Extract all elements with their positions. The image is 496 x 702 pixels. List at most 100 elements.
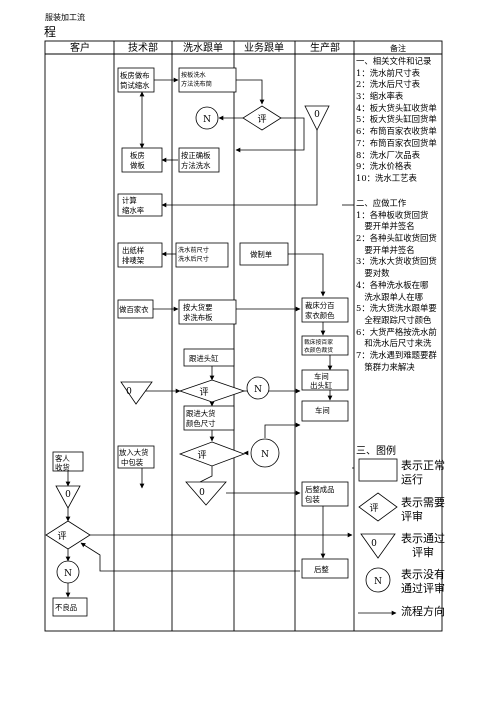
legend-diamond-symbol: 评 bbox=[358, 492, 398, 522]
legend-circle-line-2: 通过评审 bbox=[401, 582, 445, 595]
pass-triangle-2: 0 bbox=[120, 381, 153, 405]
svg-text:评: 评 bbox=[57, 531, 66, 542]
pass-triangle-1: 0 bbox=[304, 105, 330, 131]
legend-rect-line-2: 运行 bbox=[401, 473, 423, 486]
svg-text:放入大货: 放入大货 bbox=[119, 448, 149, 457]
header-notes: 备注 bbox=[390, 43, 406, 53]
list-item: 9：洗水价格表 bbox=[356, 161, 412, 172]
list-item: 1：洗水前尺寸表 bbox=[356, 67, 420, 78]
list-item: 8：洗水厂次品表 bbox=[356, 149, 420, 160]
header-customer: 客户 bbox=[70, 41, 90, 54]
svg-text:做百家衣: 做百家衣 bbox=[119, 305, 149, 314]
not-pass-circle-2: N bbox=[246, 376, 270, 400]
list-item: 要对数 bbox=[356, 268, 390, 279]
not-pass-circle-4: N bbox=[56, 560, 80, 584]
calc-shrink-box: 计算 缩水率 bbox=[117, 193, 163, 217]
legend-circle-line-1: 表示没有 bbox=[401, 568, 445, 581]
svg-text:按大货要: 按大货要 bbox=[183, 303, 213, 312]
svg-text:计算: 计算 bbox=[122, 196, 137, 205]
notes-section-3-title: 三、图例 bbox=[356, 446, 396, 457]
svg-text:评: 评 bbox=[369, 503, 378, 514]
page-title: 程 bbox=[44, 24, 56, 39]
customer-check-box: 客人 收货 bbox=[52, 451, 84, 472]
pass-triangle-4: 0 bbox=[55, 485, 81, 509]
svg-text:方法洗布筒: 方法洗布筒 bbox=[181, 80, 212, 88]
post-pack-box: 后整成品 包装 bbox=[301, 481, 349, 507]
list-item: 5：洗大货洗水跟单要 bbox=[356, 303, 437, 314]
list-item: 4：板大货头缸收货单 bbox=[356, 102, 437, 113]
svg-text:评: 评 bbox=[197, 450, 206, 461]
svg-text:0: 0 bbox=[199, 488, 205, 498]
legend-triangle-line-1: 表示通过 bbox=[401, 532, 445, 545]
svg-text:后整: 后整 bbox=[314, 565, 329, 574]
header-tech: 技术部 bbox=[128, 41, 158, 54]
svg-text:衣颜色裁货: 衣颜色裁货 bbox=[304, 346, 333, 354]
svg-text:中包装: 中包装 bbox=[121, 458, 144, 467]
list-item: 和洗水后尺寸来洗 bbox=[356, 338, 432, 349]
bulk-wash-box: 按大货要 求洗布板 bbox=[178, 299, 237, 325]
svg-text:出纸样: 出纸样 bbox=[122, 246, 144, 255]
legend-arrow-label: 流程方向 bbox=[401, 605, 445, 618]
bulk-color-box: 做百家衣 bbox=[117, 299, 154, 319]
legend-diamond-label: 表示需要 评审 bbox=[401, 496, 445, 524]
svg-text:裁床按百家: 裁床按百家 bbox=[304, 338, 333, 346]
svg-text:按正确板: 按正确板 bbox=[181, 151, 211, 160]
list-item: 3：缩水率表 bbox=[356, 91, 404, 102]
follow-bulk-box: 跟进大货 颜色尺寸 bbox=[183, 405, 235, 431]
list-item: 洗水跟单人在哪 bbox=[356, 291, 423, 302]
svg-text:洗水后尺寸: 洗水后尺寸 bbox=[178, 255, 209, 263]
make-board-box: 板房 做板 bbox=[121, 147, 163, 173]
legend-rect-label: 表示正常 运行 bbox=[401, 459, 445, 487]
svg-text:裁床分百: 裁床分百 bbox=[305, 301, 335, 310]
correct-method-box: 按正确板 方法洗水 bbox=[178, 147, 220, 173]
svg-text:求洗布板: 求洗布板 bbox=[183, 313, 213, 322]
measure-size-box: 洗水前尺寸 洗水后尺寸 bbox=[175, 242, 229, 268]
svg-text:按板洗水: 按板洗水 bbox=[181, 71, 207, 79]
svg-text:包装: 包装 bbox=[305, 495, 320, 504]
sample-washing-box: 板房做布 筒试缩水 bbox=[117, 67, 155, 93]
svg-text:洗水前尺寸: 洗水前尺寸 bbox=[178, 246, 209, 254]
svg-text:颜色尺寸: 颜色尺寸 bbox=[186, 419, 216, 428]
workshop-first-box: 车间 出头缸 bbox=[301, 369, 349, 391]
list-item: 6：布筒百家衣收货单 bbox=[356, 126, 437, 137]
svg-text:方法洗水: 方法洗水 bbox=[181, 161, 211, 170]
defect-box: 不良品 bbox=[52, 597, 88, 617]
legend-triangle-symbol: 0 bbox=[360, 533, 396, 559]
svg-text:做制单: 做制单 bbox=[250, 250, 272, 259]
legend-circle-symbol: N bbox=[365, 567, 391, 593]
svg-text:收货: 收货 bbox=[55, 463, 70, 472]
header-wash: 洗水跟单 bbox=[183, 42, 223, 54]
review-diamond-2: 评 bbox=[178, 379, 246, 403]
svg-text:评: 评 bbox=[257, 114, 266, 125]
svg-text:0: 0 bbox=[314, 110, 320, 120]
list-item: 7：洗水遇到难题要群 bbox=[356, 349, 437, 360]
pass-triangle-3: 0 bbox=[185, 481, 227, 506]
svg-text:N: N bbox=[261, 450, 269, 460]
list-item: 策群力来解决 bbox=[356, 361, 415, 372]
legend-circle-label: 表示没有 通过评审 bbox=[401, 568, 445, 596]
paper-pattern-box: 出纸样 排唛架 bbox=[117, 242, 163, 268]
svg-text:筒试缩水: 筒试缩水 bbox=[120, 81, 150, 90]
list-item: 要开单并签名 bbox=[356, 221, 415, 232]
svg-text:缩水率: 缩水率 bbox=[122, 206, 145, 215]
svg-text:车间: 车间 bbox=[314, 372, 329, 381]
post-finish-box: 后整 bbox=[301, 558, 349, 579]
svg-text:板房: 板房 bbox=[130, 151, 145, 160]
legend-triangle-line-2: 评审 bbox=[401, 546, 434, 559]
not-pass-circle-1: N bbox=[195, 106, 219, 130]
make-sample-box: 做制单 bbox=[239, 242, 289, 266]
svg-text:N: N bbox=[254, 385, 262, 395]
list-item: 6：大货严格按洗水前 bbox=[356, 326, 437, 337]
workshop-box: 车间 bbox=[301, 400, 349, 422]
notes-section-1-title: 一、相关文件和记录 bbox=[356, 56, 432, 66]
svg-text:跟进头缸: 跟进头缸 bbox=[189, 354, 219, 363]
svg-text:板房做布: 板房做布 bbox=[120, 71, 150, 80]
svg-text:0: 0 bbox=[126, 387, 132, 397]
table-frame bbox=[44, 40, 443, 632]
svg-text:家衣颜色: 家衣颜色 bbox=[305, 311, 335, 320]
svg-text:0: 0 bbox=[65, 490, 71, 500]
review-diamond-4: 评 bbox=[45, 520, 91, 550]
svg-text:N: N bbox=[374, 577, 382, 587]
review-diamond-3: 评 bbox=[178, 441, 246, 467]
